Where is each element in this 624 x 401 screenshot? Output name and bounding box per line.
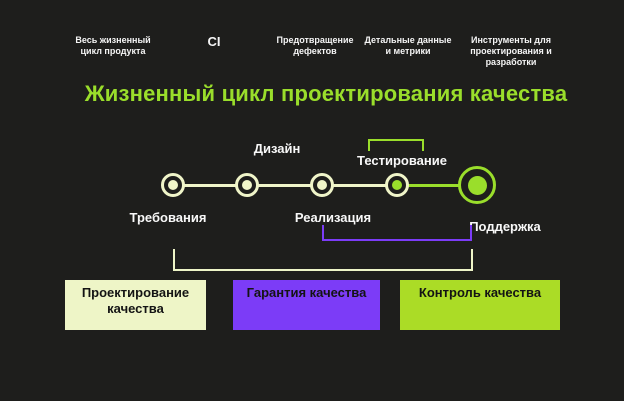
timeline-line-green-segment	[397, 184, 477, 187]
box-quality-assurance: Гарантия качества	[233, 280, 380, 330]
stage-label-implementation: Реализация	[294, 210, 372, 225]
node-support-icon	[458, 166, 496, 204]
node-dot-icon	[317, 180, 327, 190]
testing-bracket	[368, 139, 424, 151]
stage-label-design: Дизайн	[253, 141, 301, 156]
top-label-product-lifecycle: Весь жизненный цикл продукта	[75, 35, 151, 56]
node-dot-icon	[168, 180, 178, 190]
node-implementation-icon	[310, 173, 334, 197]
top-label-defect-prevention: Предотвращение дефектов	[276, 35, 354, 56]
top-label-design-dev-tools: Инструменты для проектирования и разрабо…	[470, 35, 552, 67]
stage-label-requirements: Требования	[129, 210, 207, 225]
stage-label-support: Поддержка	[469, 219, 541, 234]
node-dot-icon	[392, 180, 402, 190]
node-dot-icon	[242, 180, 252, 190]
timeline-line	[173, 184, 397, 187]
node-testing-icon	[385, 173, 409, 197]
quality-assurance-bracket	[322, 225, 472, 241]
node-requirements-icon	[161, 173, 185, 197]
node-dot-icon	[467, 175, 487, 195]
node-design-icon	[235, 173, 259, 197]
quality-design-bracket	[173, 249, 473, 271]
box-quality-design: Проектирование качества	[65, 280, 206, 330]
box-quality-control: Контроль качества	[400, 280, 560, 330]
page-title: Жизненный цикл проектирования качества	[84, 81, 568, 106]
top-label-ci: CI	[207, 34, 221, 49]
stage-label-testing: Тестирование	[357, 153, 447, 168]
top-label-data-metrics: Детальные данные и метрики	[364, 35, 452, 56]
